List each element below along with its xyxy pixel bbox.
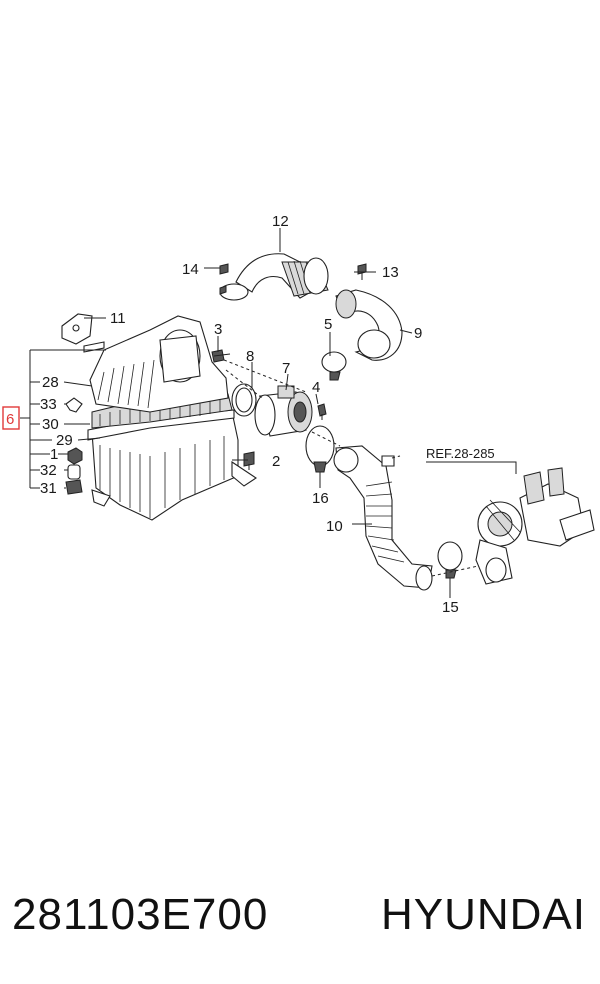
turbocharger-ref [475, 467, 595, 585]
clamp-5 [321, 351, 347, 373]
label-32: 32 [40, 462, 57, 479]
clamp-16 [305, 425, 335, 467]
leader-lines [20, 228, 517, 598]
label-13: 13 [382, 264, 399, 281]
brand-name: HYUNDAI [380, 890, 586, 939]
caption-bar: 281103E700 HYUNDAI [0, 880, 600, 950]
label-5: 5 [324, 316, 332, 333]
callout-labels: 12 14 13 11 3 5 9 8 7 4 28 33 6 30 29 1 … [6, 213, 495, 616]
hose-9 [335, 289, 403, 361]
air-cleaner-assembly [87, 315, 257, 521]
air-flow-sensor-7 [254, 385, 313, 437]
label-30: 30 [42, 416, 59, 433]
label-29: 29 [56, 432, 73, 449]
label-28: 28 [42, 374, 59, 391]
clamp-15 [437, 541, 463, 571]
label-7: 7 [282, 360, 290, 377]
label-3: 3 [214, 321, 222, 338]
label-11: 11 [110, 310, 126, 327]
highlight-box-6 [2, 406, 20, 430]
reference-label: REF.28-285 [426, 446, 495, 461]
label-8: 8 [246, 348, 254, 365]
label-10: 10 [326, 518, 343, 535]
label-12: 12 [272, 213, 289, 230]
label-16: 16 [312, 490, 329, 507]
bolts [211, 349, 327, 470]
label-33: 33 [40, 396, 57, 413]
label-2: 2 [272, 453, 280, 470]
label-15: 15 [442, 599, 459, 616]
part-number: 281103E700 [12, 890, 269, 939]
intake-duct-10 [333, 445, 433, 591]
intake-hose-12 [219, 253, 329, 301]
label-4: 4 [312, 379, 320, 396]
label-14: 14 [182, 261, 199, 278]
label-1: 1 [50, 446, 58, 463]
label-31: 31 [40, 480, 57, 497]
label-9: 9 [414, 325, 422, 342]
label-6: 6 [6, 411, 14, 428]
